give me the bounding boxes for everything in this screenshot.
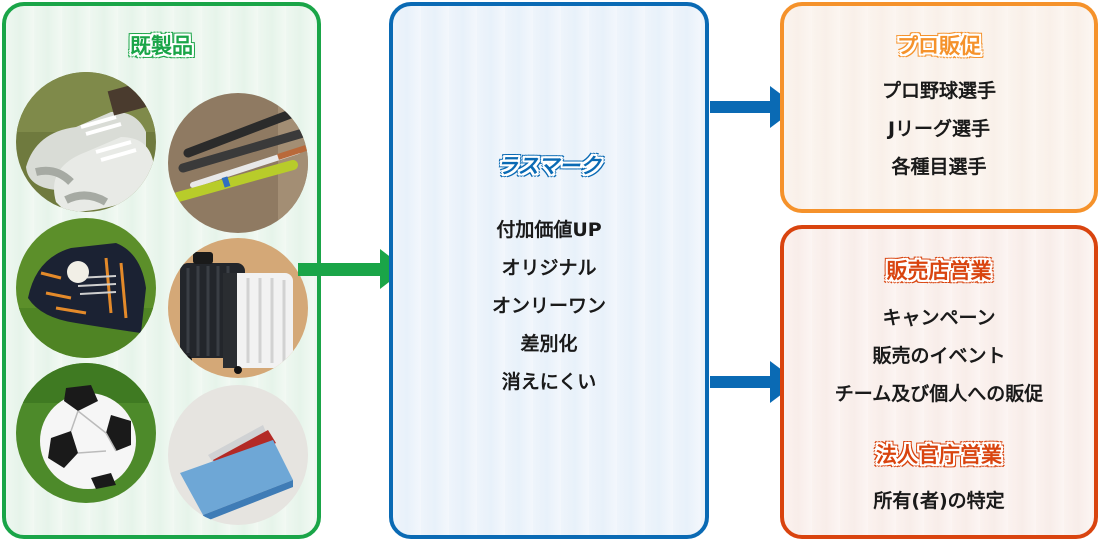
- rasmark-benefit: オンリーワン: [491, 295, 606, 317]
- pro-promotion-title: プロ販促: [784, 30, 1094, 60]
- pro-promotion-title-text: プロ販促: [897, 34, 981, 58]
- retail-sales-title: 販売店営業: [784, 255, 1094, 285]
- glove-photo: [16, 218, 156, 358]
- rasmark-benefit: 消えにくい: [501, 371, 597, 393]
- rasmark-benefit: 差別化: [520, 333, 578, 355]
- products-title-text: 既製品: [130, 34, 193, 58]
- rasmark-box: ラスマーク 付加価値UP オリジナル オンリーワン 差別化 消えにくい: [389, 2, 709, 539]
- rasmark-title: ラスマーク: [393, 150, 705, 180]
- pro-promotion-list: プロ野球選手 Jリーグ選手 各種目選手: [784, 72, 1094, 186]
- pro-promotion-item: 各種目選手: [891, 156, 987, 178]
- pro-promotion-item: Jリーグ選手: [887, 118, 991, 140]
- corporate-sales-item: 所有(者)の特定: [873, 490, 1005, 512]
- corporate-sales-title-text: 法人官庁営業: [876, 443, 1002, 467]
- rasmark-title-text: ラスマーク: [497, 154, 601, 178]
- rasmark-benefits-list: 付加価値UP オリジナル オンリーワン 差別化 消えにくい: [393, 211, 705, 401]
- retail-sales-list: キャンペーン 販売のイベント チーム及び個人への販促: [784, 299, 1094, 413]
- products-title: 既製品: [6, 30, 317, 60]
- retail-sales-item: キャンペーン: [882, 307, 996, 329]
- sales-box: 販売店営業 キャンペーン 販売のイベント チーム及び個人への販促 法人官庁営業 …: [780, 225, 1098, 539]
- retail-sales-item: 販売のイベント: [872, 345, 1006, 367]
- card-case-photo: [168, 385, 308, 525]
- pro-promotion-box: プロ販促 プロ野球選手 Jリーグ選手 各種目選手: [780, 2, 1098, 213]
- bats-photo: [168, 93, 308, 233]
- rasmark-benefit: 付加価値UP: [496, 219, 602, 241]
- retail-sales-item: チーム及び個人への販促: [834, 383, 1044, 405]
- sneakers-photo: [16, 72, 156, 212]
- pro-promotion-item: プロ野球選手: [881, 80, 996, 102]
- suitcase-photo: [168, 238, 308, 378]
- retail-sales-title-text: 販売店営業: [886, 259, 992, 283]
- corporate-sales-list: 所有(者)の特定: [784, 482, 1094, 520]
- rasmark-benefit: オリジナル: [501, 257, 597, 279]
- soccer-ball-photo: [16, 363, 156, 503]
- corporate-sales-title: 法人官庁営業: [784, 439, 1094, 469]
